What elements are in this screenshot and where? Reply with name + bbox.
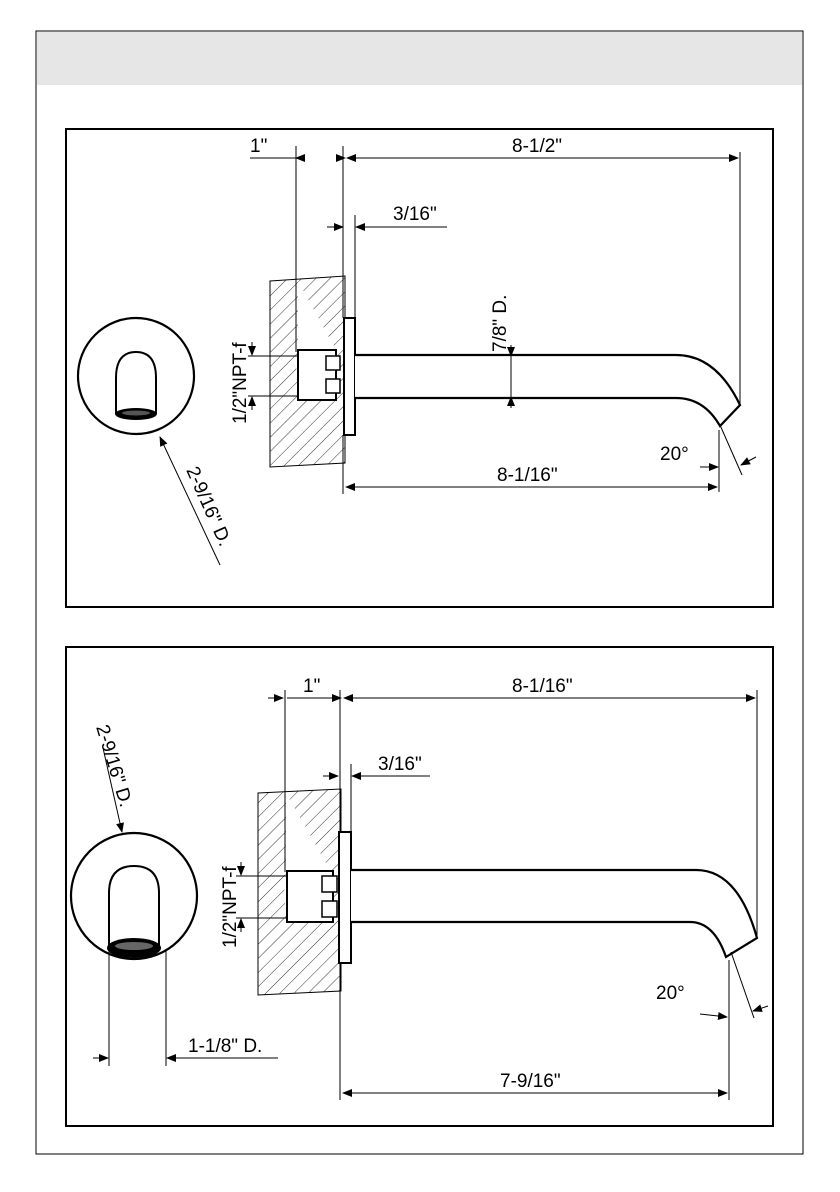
dim-overall-length: 8-1/2" bbox=[512, 136, 562, 157]
dim-spout-diameter: 7/8" D. bbox=[490, 295, 511, 352]
dim-reach-bottom: 7-9/16" bbox=[500, 1071, 561, 1092]
threaded-connector-bottom bbox=[287, 871, 337, 922]
dim-outlet-diameter: 1-1/8" D. bbox=[188, 1036, 262, 1057]
flange-plate bbox=[344, 318, 355, 435]
dim-connection: 1/2"NPT-f bbox=[230, 342, 251, 424]
dim-flange-thickness-bottom: 3/16" bbox=[378, 754, 422, 775]
dim-reach: 8-1/16" bbox=[497, 465, 558, 486]
dim-wall-thickness: 1" bbox=[250, 136, 267, 157]
dim-overall-length-bottom: 8-1/16" bbox=[512, 676, 573, 697]
dim-connection-bottom: 1/2"NPT-f bbox=[220, 866, 241, 948]
dim-angle-bottom: 20° bbox=[656, 983, 685, 1004]
escutcheon-front-view-bottom bbox=[71, 833, 197, 959]
dim-flange-thickness: 3/16" bbox=[393, 204, 437, 225]
dim-wall-thickness-bottom: 1" bbox=[303, 676, 320, 697]
escutcheon-front-view bbox=[78, 318, 194, 434]
threaded-connector bbox=[298, 350, 340, 400]
header-band bbox=[37, 32, 802, 85]
flange-plate-bottom bbox=[339, 832, 351, 963]
dim-angle: 20° bbox=[660, 444, 689, 465]
page-frame bbox=[36, 31, 803, 1154]
